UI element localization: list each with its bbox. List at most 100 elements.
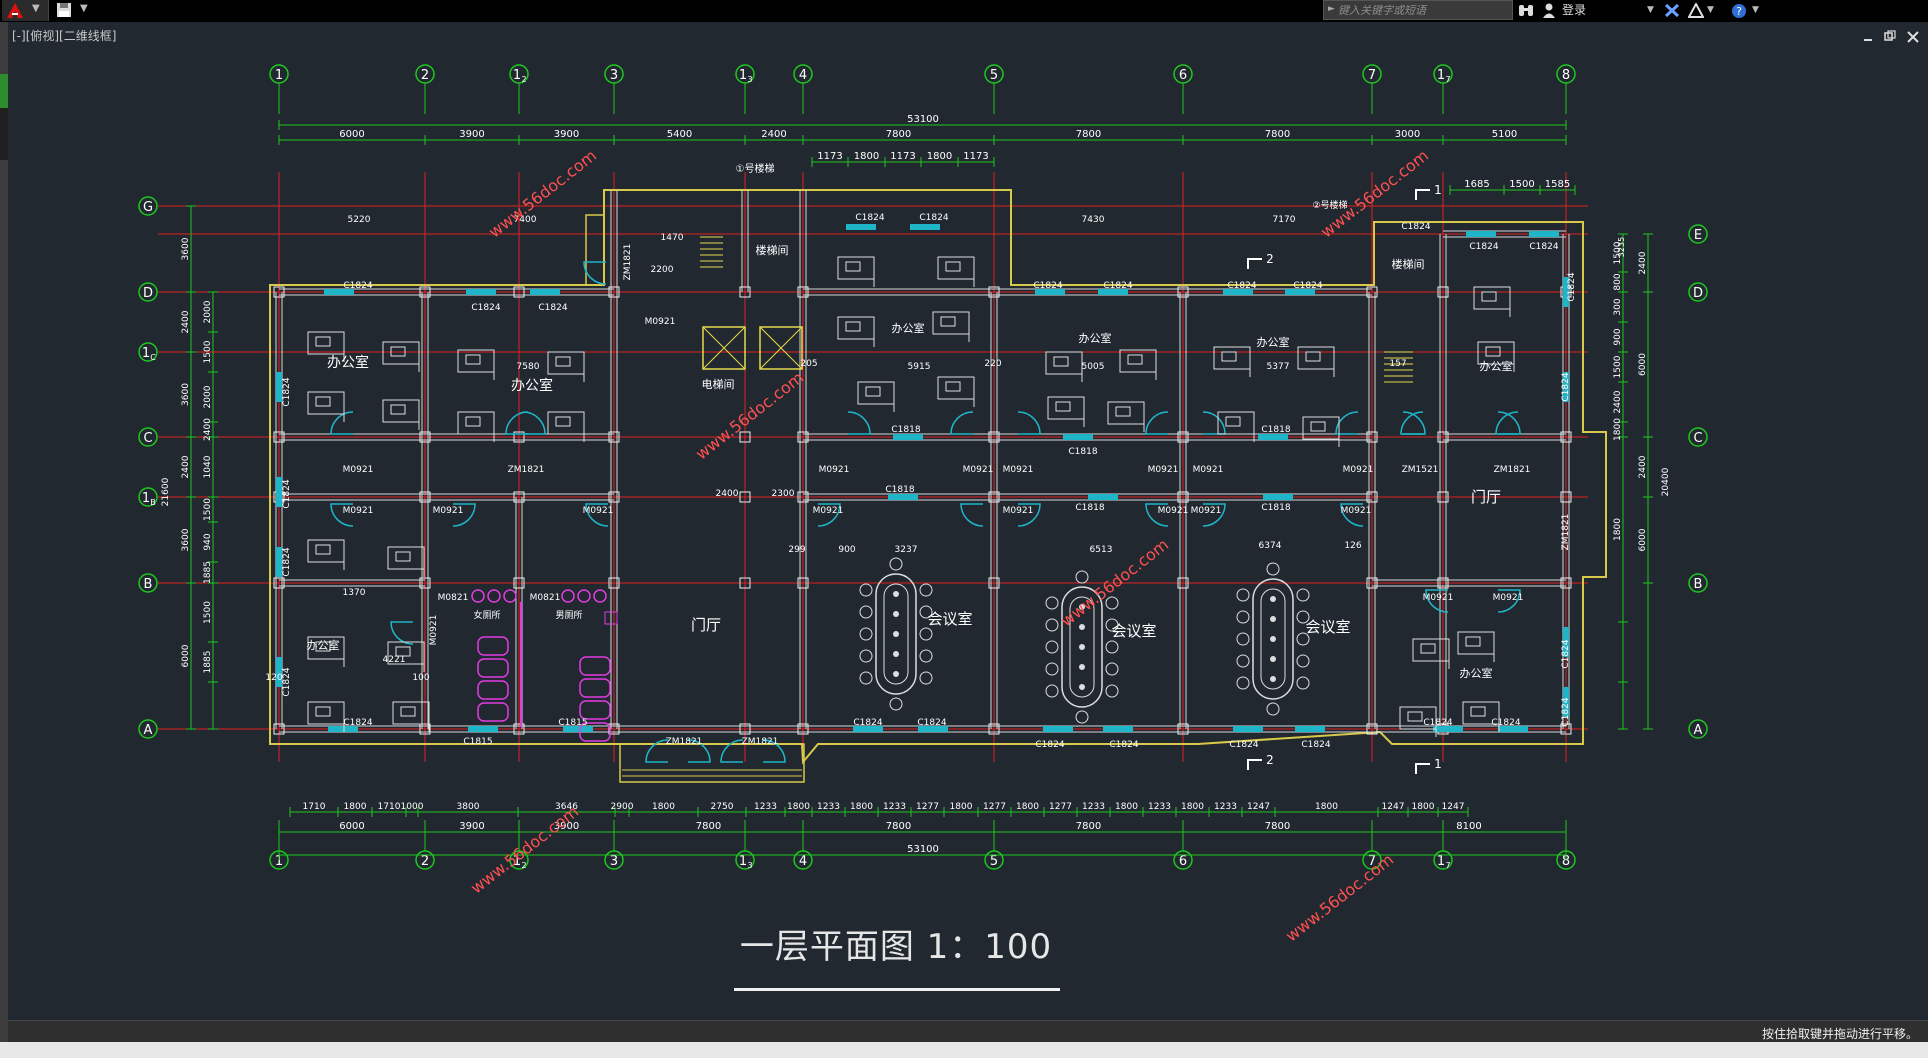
conference-table (1236, 562, 1310, 716)
interior-dim: 2200 (651, 265, 674, 275)
desk-workstation (547, 351, 585, 382)
table-inner (1260, 588, 1286, 690)
column (513, 491, 525, 503)
axis-bubble-label: D (143, 286, 153, 301)
desk-top (307, 391, 345, 415)
interior-dim: 157 (1389, 359, 1406, 369)
save-icon[interactable] (56, 2, 72, 18)
help-dropdown-icon[interactable]: ▼ (1752, 5, 1759, 15)
elevator-box (759, 326, 803, 370)
door-tag: M0921 (1423, 593, 1454, 603)
desk-workstation (1217, 411, 1255, 442)
viewport-controls-label[interactable]: [-][俯视][二维线框] (12, 29, 117, 43)
bottom-detail-dim-text: 1233 (883, 802, 906, 812)
desk-workstation (1477, 341, 1515, 372)
window-tag: C1818 (1261, 425, 1290, 435)
axis-bubble-sub: 3 (747, 861, 752, 870)
watermark-text: www.56doc.com (1282, 850, 1397, 946)
window (910, 224, 940, 230)
monitor (315, 706, 331, 717)
exchange-icon[interactable] (1664, 3, 1680, 18)
monitor (400, 706, 416, 717)
toilet-stall (579, 678, 611, 698)
elevator-car (759, 326, 803, 370)
table-inner (883, 583, 909, 685)
monitor (1465, 636, 1481, 647)
a360-icon[interactable] (1688, 3, 1704, 18)
interior-dim: 900 (838, 545, 855, 555)
axis-bubble-label: E (1694, 228, 1702, 243)
desk-top (1213, 346, 1251, 370)
user-icon[interactable] (1542, 3, 1556, 18)
desk-workstation (1473, 286, 1511, 317)
window-tag-vertical: C1824 (1567, 272, 1577, 301)
left-dim-text: 3600 (181, 528, 191, 551)
login-dropdown-icon[interactable]: ▼ (1647, 5, 1654, 15)
window (918, 726, 948, 732)
chair (919, 671, 933, 685)
axis-bubble-A: A (138, 719, 158, 739)
application-menu-button[interactable]: ▼ (2, 0, 49, 21)
overall-width-top: 53100 (907, 114, 939, 125)
search-input[interactable] (1338, 2, 1508, 18)
status-bar: 按住拾取键并拖动进行平移。 (8, 1020, 1928, 1043)
table-item (1079, 684, 1085, 690)
restore-icon[interactable] (1884, 30, 1896, 41)
column (797, 723, 809, 735)
binoculars-icon[interactable] (1518, 3, 1534, 18)
window (1063, 434, 1093, 440)
close-icon[interactable] (1907, 31, 1919, 43)
right-total-dim: 20400 (1661, 467, 1671, 496)
top-dim-text: 7800 (886, 129, 911, 140)
column (739, 431, 751, 443)
minimize-icon[interactable] (1864, 39, 1872, 41)
search-box[interactable]: ► (1323, 0, 1513, 20)
window (1263, 494, 1293, 500)
left-dim-text: 2400 (181, 455, 191, 478)
help-icon[interactable]: ? (1731, 3, 1747, 19)
window-tag: C1824 (1109, 740, 1138, 750)
room-label: 会议室 (1305, 618, 1350, 636)
quick-access-dropdown-icon[interactable]: ▼ (80, 3, 88, 14)
exterior-wall-outline (269, 189, 1607, 765)
door-swing (687, 739, 711, 763)
search-expand-icon[interactable]: ► (1328, 4, 1335, 14)
window (888, 494, 918, 500)
door-tag: ZM1821 (1494, 465, 1531, 475)
window (1098, 289, 1128, 295)
window-tag: C1818 (1261, 503, 1290, 513)
column (419, 577, 431, 589)
axis-bubble-label: 2 (421, 68, 429, 83)
login-button[interactable]: 登录 (1562, 3, 1587, 17)
axis-bubble-label: 7 (1368, 854, 1376, 869)
window-tag: C1824 (1227, 281, 1256, 291)
bottom-dim-text: 7800 (1265, 821, 1290, 832)
table-inner (1069, 596, 1095, 698)
door-swing (950, 411, 974, 435)
desk-workstation (937, 376, 975, 407)
axis-bubble-C: C (1688, 427, 1708, 447)
column (608, 723, 620, 735)
bottom-detail-dim-text: 1233 (1148, 802, 1171, 812)
door-tag: M0921 (433, 506, 464, 516)
section-mark-label: 2 (1266, 252, 1274, 266)
top-sub-dim-text: 1173 (817, 151, 842, 162)
right-detail-dim-text: 1500 (1613, 241, 1623, 264)
column (513, 577, 525, 589)
desk-workstation (837, 316, 875, 347)
left-detail-dim-text: 1500 (203, 340, 213, 363)
table-item (1270, 596, 1276, 602)
desk-workstation (387, 546, 425, 577)
door-swing (583, 261, 607, 285)
desk-top (1119, 349, 1157, 373)
washbasin (487, 589, 501, 603)
monitor (945, 381, 961, 392)
overall-width-bottom: 53100 (907, 844, 939, 855)
chair (919, 605, 933, 619)
a360-dropdown-icon[interactable]: ▼ (1707, 5, 1714, 15)
axis-bubble-B: B (1688, 573, 1708, 593)
top-sub-dim-text: 1173 (890, 151, 915, 162)
window (276, 547, 282, 577)
